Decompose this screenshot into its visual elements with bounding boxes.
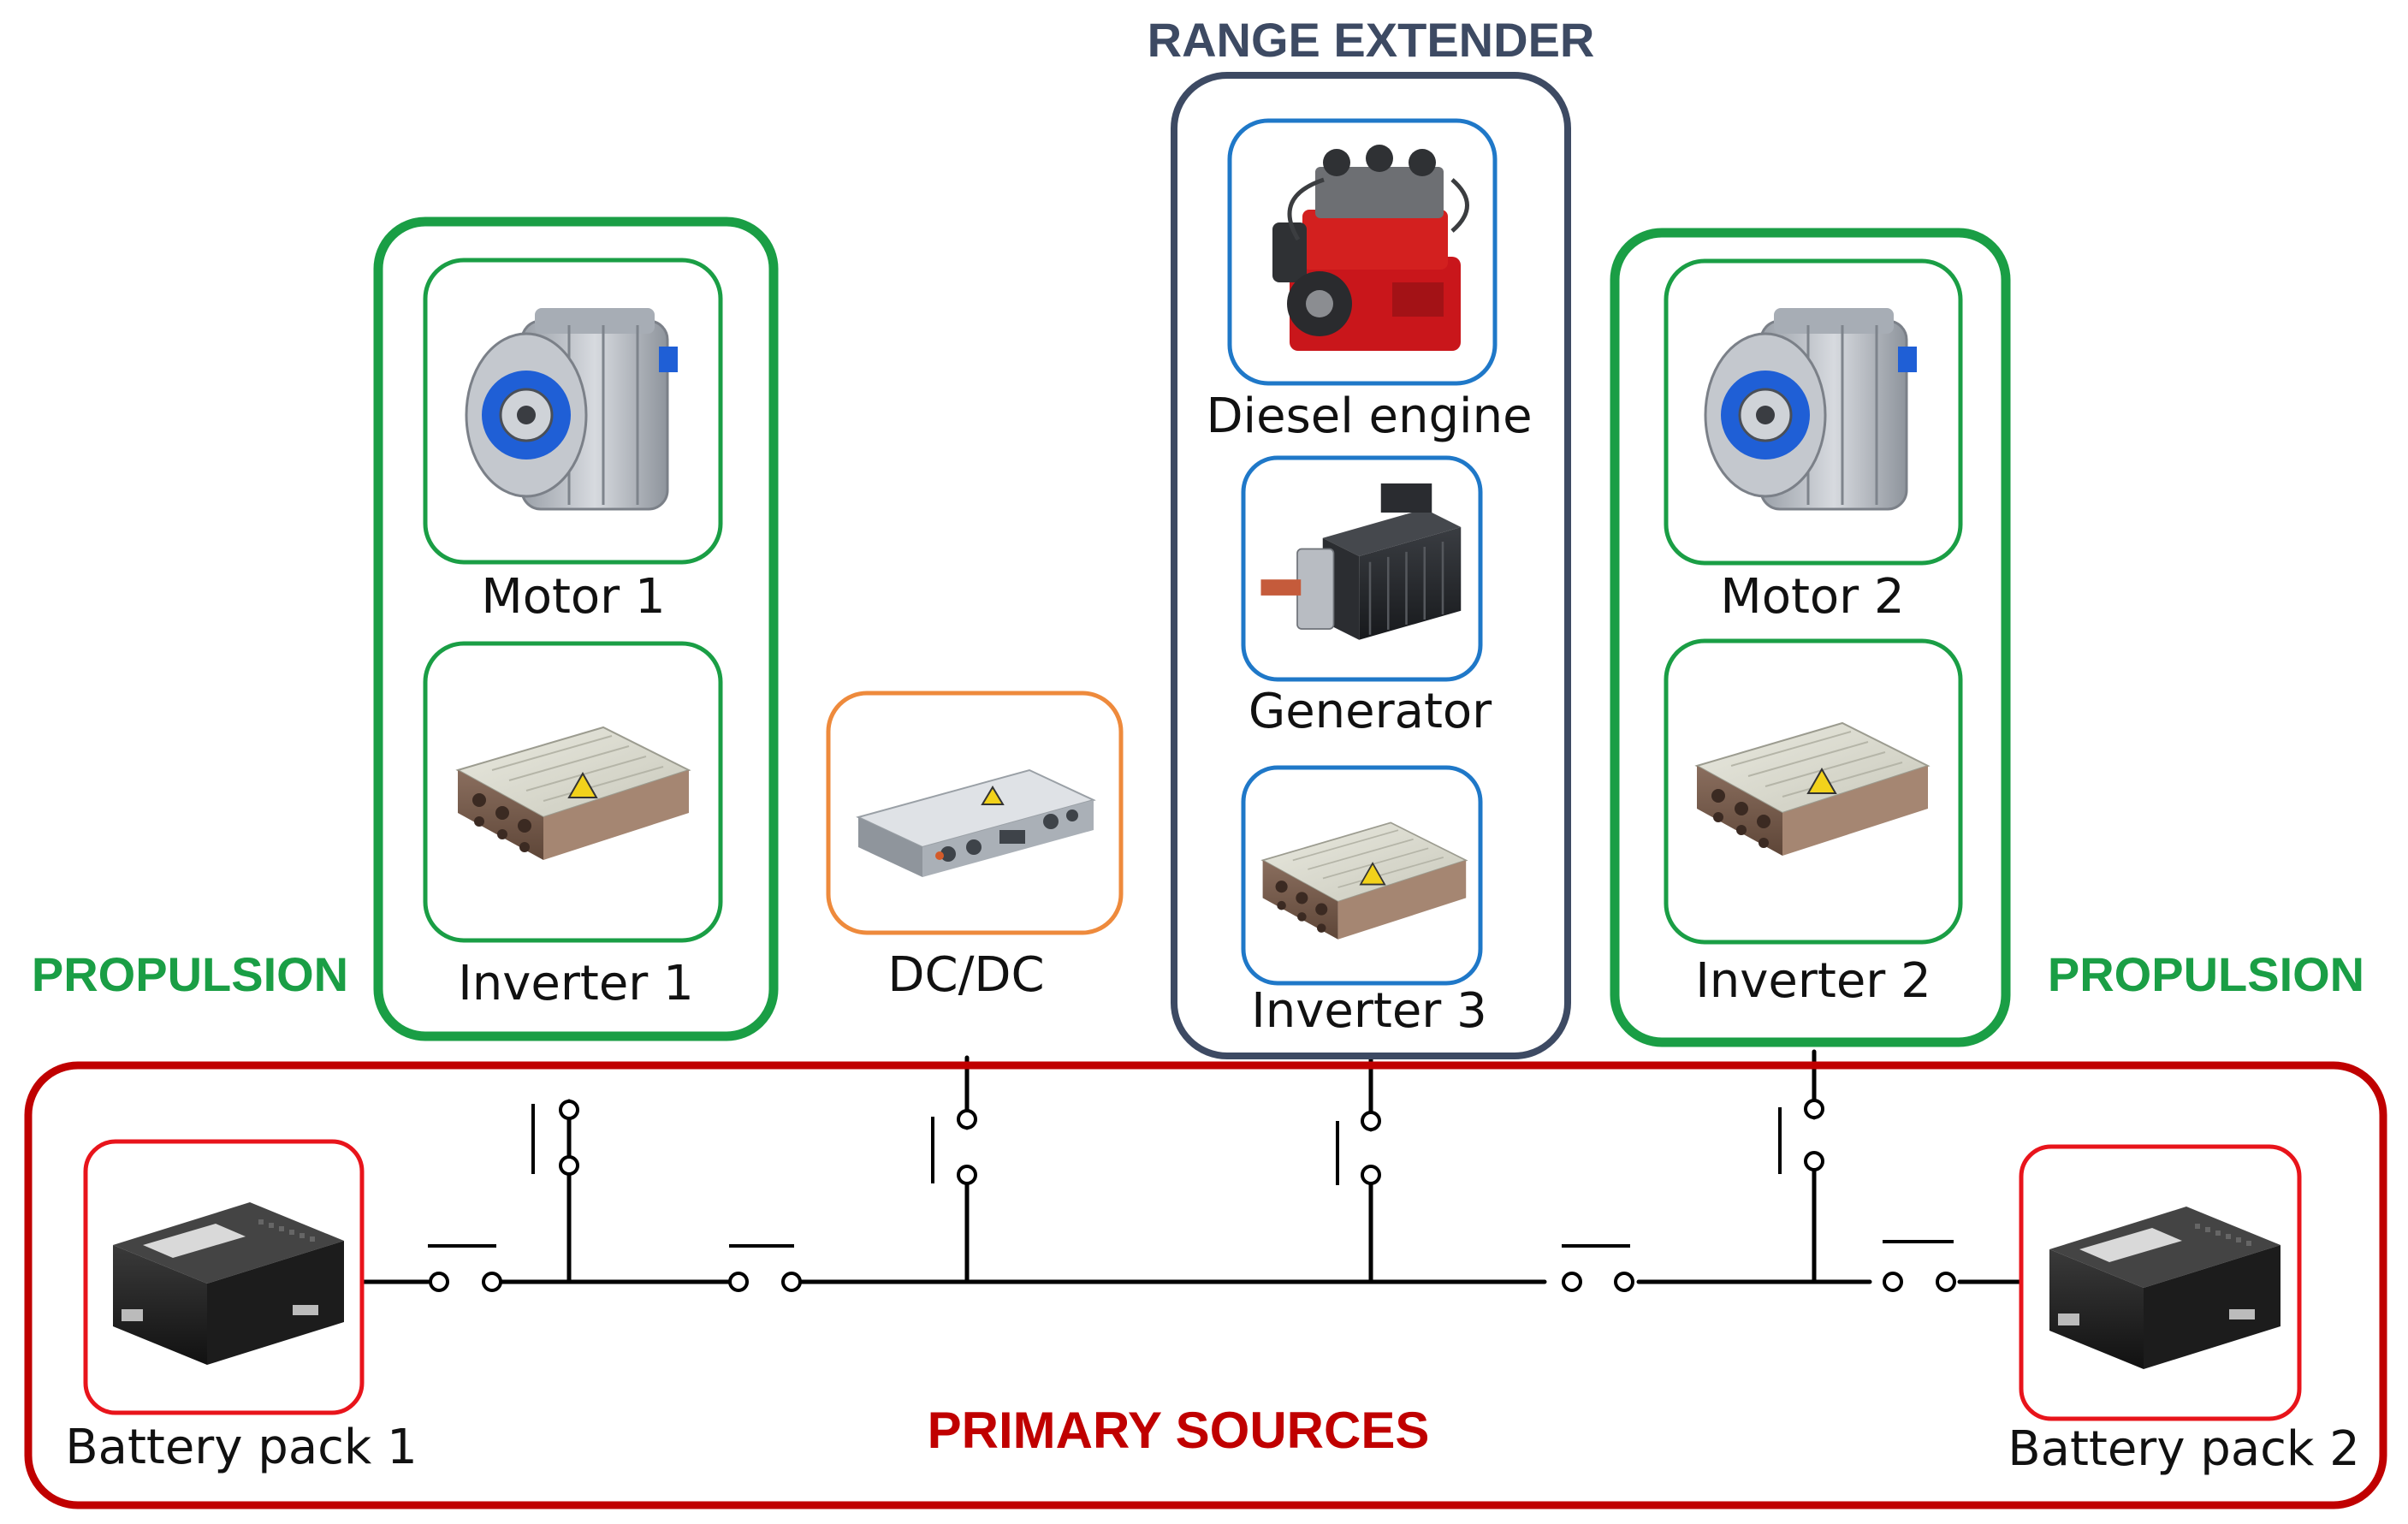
generator[interactable] (1241, 455, 1483, 682)
battery-pack-2-label: Battery pack 2 (2008, 1421, 2360, 1477)
range-extender-frame (1171, 72, 1571, 1059)
inverter-3[interactable] (1241, 765, 1483, 986)
battery-pack-1[interactable] (83, 1139, 365, 1415)
motor-2-label: Motor 2 (1720, 569, 1904, 625)
propulsion-title-right: PROPULSION (2048, 947, 2364, 1001)
propulsion-frame-left (373, 216, 779, 1041)
primary-sources-title: PRIMARY SOURCES (928, 1402, 1430, 1459)
diesel-engine[interactable] (1227, 118, 1498, 386)
switch-dcdc[interactable] (931, 1109, 977, 1185)
primary-sources-frame (24, 1061, 2387, 1509)
dcdc-converter[interactable] (826, 691, 1124, 935)
dc-bus-wiring (359, 1049, 2024, 1284)
inverter-2-label: Inverter 2 (1695, 953, 1931, 1009)
inverter-2[interactable] (1664, 638, 1963, 945)
battery-pack-1-label: Battery pack 1 (65, 1420, 418, 1475)
motor-1-label: Motor 1 (481, 569, 665, 625)
motor-1[interactable] (423, 258, 723, 565)
switch-bus-right[interactable] (1562, 1244, 1634, 1292)
generator-label: Generator (1248, 684, 1492, 739)
switch-battery-2[interactable] (1883, 1240, 1956, 1292)
switch-inverter-3[interactable] (1336, 1111, 1381, 1185)
diesel-engine-label: Diesel engine (1206, 388, 1532, 444)
battery-pack-2[interactable] (2019, 1144, 2302, 1421)
switch-bus-left[interactable] (728, 1244, 802, 1292)
inverter-3-label: Inverter 3 (1251, 983, 1487, 1039)
propulsion-title-left: PROPULSION (32, 947, 348, 1001)
motor-2[interactable] (1664, 258, 1963, 566)
switch-battery-1[interactable] (428, 1244, 502, 1292)
inverter-1[interactable] (423, 641, 723, 943)
inverter-1-label: Inverter 1 (458, 956, 694, 1011)
dcdc-label: DC/DC (887, 947, 1044, 1003)
range-extender-title: RANGE EXTENDER (1148, 13, 1595, 67)
switch-inverter-1[interactable] (531, 1100, 579, 1176)
propulsion-frame-right (1610, 228, 2011, 1047)
switch-inverter-2[interactable] (1778, 1099, 1824, 1174)
